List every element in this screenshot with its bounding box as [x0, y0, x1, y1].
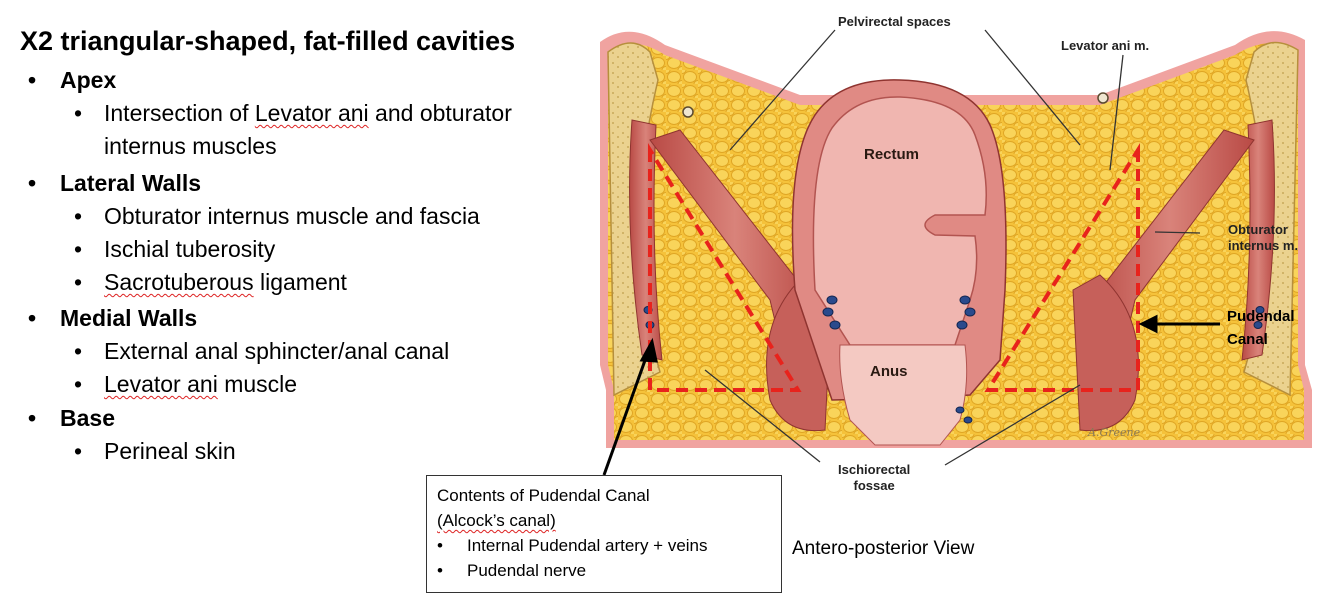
- bullet-base-item: •Perineal skin: [74, 438, 236, 464]
- label-levator-ani: Levator ani m.: [1061, 38, 1150, 53]
- bullet-medial-item: •Levator ani muscle: [74, 371, 298, 397]
- anatomy-illustration: [600, 29, 1312, 476]
- bullet-base: •Base: [28, 405, 115, 431]
- box-item: •Internal Pudendal artery + veins: [437, 536, 708, 555]
- bullet-lateral-item: •Sacrotuberous ligament: [74, 269, 347, 295]
- box-title: Contents of Pudendal Canal: [437, 486, 650, 505]
- bullet-medial-walls: •Medial Walls: [28, 305, 198, 331]
- bullet-lateral-walls: •Lateral Walls: [28, 170, 202, 196]
- box-item: •Pudendal nerve: [437, 561, 587, 580]
- bullet-lateral-item: •Obturator internus muscle and fascia: [74, 203, 480, 229]
- bullet-lateral-item: •Ischial tuberosity: [74, 236, 276, 262]
- bullet-apex-item: •Intersection of Levator ani and obturat…: [74, 100, 512, 159]
- illustrator-signature: A.Greene: [1088, 426, 1141, 439]
- page-title: X2 triangular-shaped, fat-filled cavitie…: [20, 26, 516, 56]
- bullet-medial-item: •External anal sphincter/anal canal: [74, 338, 450, 364]
- ischiorectal-triangle: [648, 142, 1140, 392]
- pudendal-contents-box: Contents of Pudendal Canal (Alcock’s can…: [426, 475, 782, 593]
- label-pelvirectal-spaces: Pelvirectal spaces: [838, 14, 951, 29]
- bullet-apex: •Apex: [28, 67, 117, 93]
- box-subtitle: (Alcock’s canal): [437, 511, 556, 530]
- label-rectum: Rectum: [864, 146, 920, 163]
- view-caption: Antero-posterior View: [792, 538, 975, 559]
- label-anus: Anus: [870, 363, 908, 380]
